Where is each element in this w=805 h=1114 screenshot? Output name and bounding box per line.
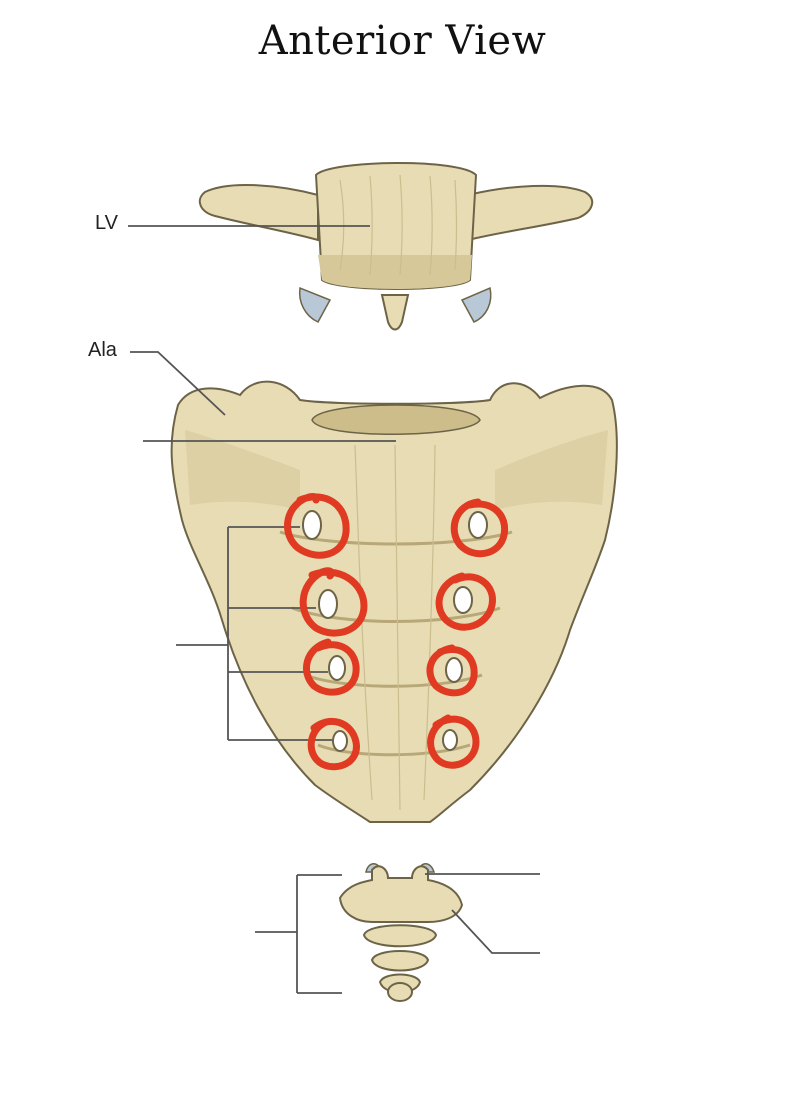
foramen-right-1 <box>468 511 488 539</box>
circle-mark-right-1 <box>450 498 509 558</box>
leader-ala <box>130 351 226 416</box>
lumbar-vertebra <box>198 162 594 331</box>
circle-mark-left-2 <box>299 567 368 637</box>
foramen-left-3 <box>328 655 346 681</box>
circle-mark-left-3 <box>303 638 360 696</box>
foramen-left-1 <box>302 510 322 540</box>
foramen-left-2 <box>318 589 338 619</box>
leader-coccygeal-transverse <box>451 909 540 954</box>
sacrum <box>170 380 618 823</box>
foramen-right-3 <box>445 657 463 683</box>
circle-mark-left-4 <box>307 717 360 771</box>
circle-mark-right-3 <box>426 644 478 697</box>
diagram-title: Anterior View <box>258 18 547 64</box>
leader-lines <box>128 225 540 994</box>
circle-mark-right-2 <box>435 572 496 631</box>
coccyx <box>338 863 464 1002</box>
foramen-right-2 <box>453 586 473 614</box>
label-ala: Ala <box>88 339 117 361</box>
annotation-circles <box>284 493 509 771</box>
foramen-left-4 <box>332 730 348 752</box>
circle-mark-right-4 <box>427 714 480 769</box>
foramen-right-4 <box>442 729 458 751</box>
circle-mark-left-1 <box>284 493 350 559</box>
label-lv: LV <box>95 212 118 234</box>
